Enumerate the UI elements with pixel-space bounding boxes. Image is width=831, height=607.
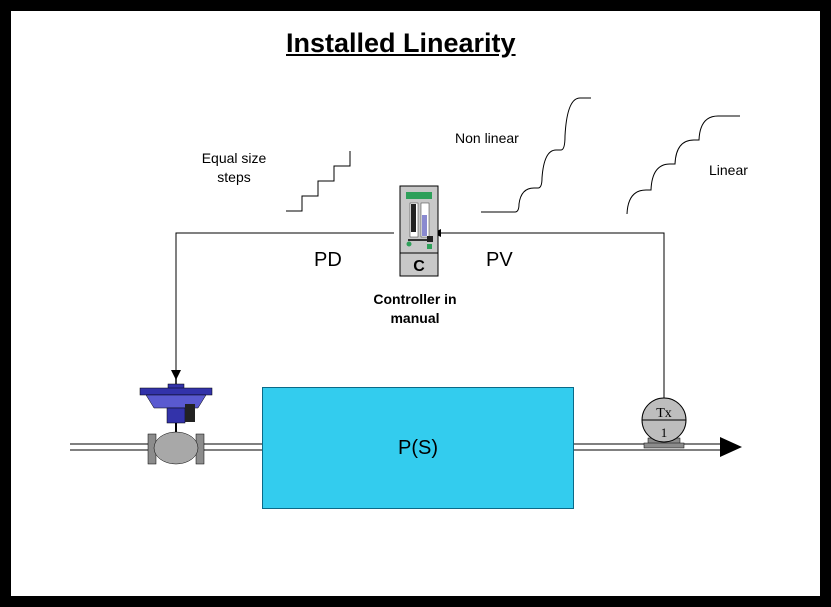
pd-arrowhead xyxy=(171,370,181,380)
nonlinear-staircase xyxy=(481,97,591,213)
process-label: P(S) xyxy=(398,436,438,459)
pd-label: PD xyxy=(314,249,342,271)
flow-arrowhead xyxy=(720,437,742,457)
equal-steps-staircase xyxy=(286,151,351,212)
control-valve xyxy=(139,378,213,465)
controller-symbol: C xyxy=(413,258,425,275)
page-title: Installed Linearity xyxy=(286,28,516,58)
controller-label: Controller in manual xyxy=(373,291,457,326)
process-block: P(S) xyxy=(262,387,574,509)
linear-label: Linear xyxy=(709,162,748,178)
transmitter xyxy=(641,397,687,449)
pv-signal-line xyxy=(440,232,665,402)
controller-faceplate xyxy=(399,185,439,277)
transmitter-number: 1 xyxy=(661,425,668,440)
equal-steps-label: Equal size steps xyxy=(201,150,267,185)
transmitter-tag: Tx xyxy=(656,406,672,421)
linear-staircase xyxy=(626,115,740,215)
pd-signal-line xyxy=(175,232,394,372)
non-linear-label: Non linear xyxy=(455,130,519,146)
pv-label: PV xyxy=(486,249,513,271)
